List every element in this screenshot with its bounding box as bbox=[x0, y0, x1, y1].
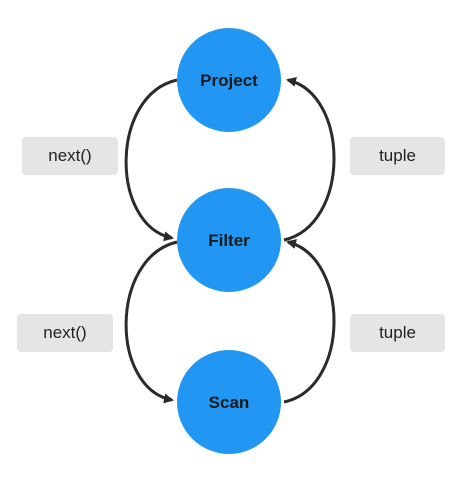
edge-label-next-upper: next() bbox=[22, 137, 118, 175]
node-project: Project bbox=[177, 28, 281, 132]
arrow-project-to-filter bbox=[124, 78, 178, 242]
arrow-filter-to-scan bbox=[124, 240, 178, 404]
edge-label-tuple-lower: tuple bbox=[350, 314, 445, 352]
node-project-label: Project bbox=[200, 71, 258, 90]
edge-label-tuple-upper: tuple bbox=[350, 137, 445, 175]
node-scan-label: Scan bbox=[209, 393, 250, 412]
node-filter: Filter bbox=[177, 188, 281, 292]
edge-label-next-lower: next() bbox=[17, 314, 113, 352]
arrow-filter-to-project bbox=[283, 77, 336, 242]
node-scan: Scan bbox=[177, 350, 281, 454]
node-filter-label: Filter bbox=[208, 231, 250, 250]
arrow-scan-to-filter bbox=[283, 239, 336, 404]
